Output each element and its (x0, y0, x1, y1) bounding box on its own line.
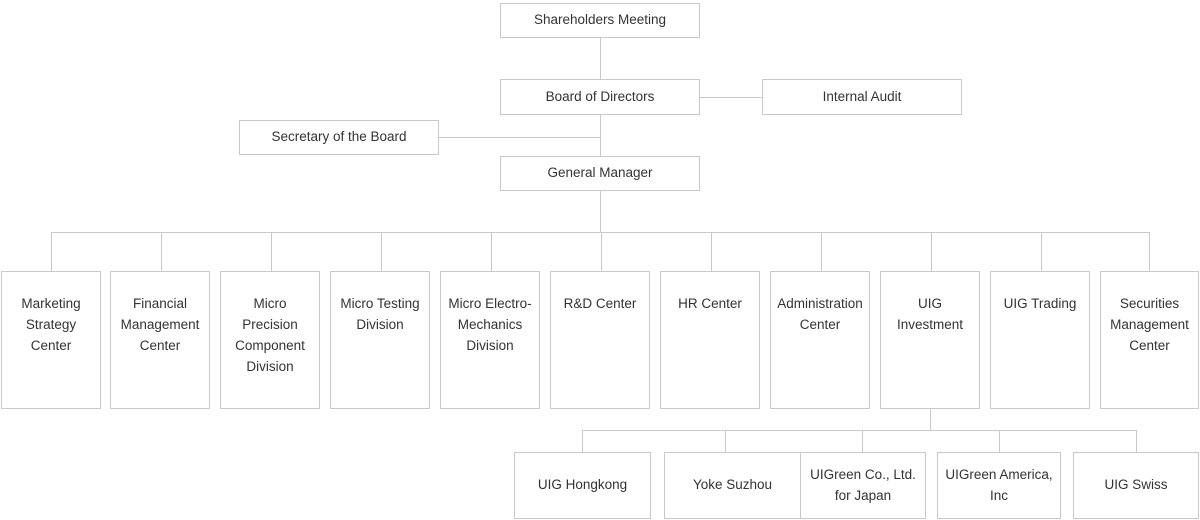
connector-drop-division-5 (491, 232, 492, 271)
node-subsidiary-uig-swiss[interactable]: UIG Swiss (1073, 452, 1199, 519)
connector-division-bus (51, 232, 1150, 233)
connector-subsidiary-bus (582, 430, 1137, 431)
connector-drop-division-4 (381, 232, 382, 271)
node-label: UIG Hongkong (537, 477, 628, 493)
node-division-rnd-center[interactable]: R&D Center (550, 271, 650, 409)
node-label: R&D Center (563, 296, 637, 311)
node-division-marketing-strategy-center[interactable]: Marketing Strategy Center (1, 271, 101, 409)
connector-drop-subsidiary-2 (725, 430, 726, 452)
node-internal-audit[interactable]: Internal Audit (762, 79, 962, 115)
node-division-micro-testing-division[interactable]: Micro Testing Division (330, 271, 430, 409)
node-label: UIG Swiss (1104, 477, 1168, 493)
connector-drop-subsidiary-5 (1136, 430, 1137, 452)
connector-drop-subsidiary-4 (999, 430, 1000, 452)
connector-uig-investment-to-subsidiary-bus (930, 409, 931, 431)
node-subsidiary-uigreen-japan[interactable]: UIGreen Co., Ltd. for Japan (800, 452, 926, 519)
node-label: Micro Precision Component Division (235, 296, 305, 374)
node-label: Securities Management Center (1110, 296, 1189, 353)
connector-drop-division-7 (711, 232, 712, 271)
connector-secretary-to-spine (438, 137, 600, 138)
node-secretary-of-the-board[interactable]: Secretary of the Board (239, 120, 439, 155)
connector-drop-division-11 (1149, 232, 1150, 271)
node-label: Marketing Strategy Center (21, 296, 81, 353)
node-label: UIGreen Co., Ltd. for Japan (810, 466, 916, 503)
node-division-securities-management-center[interactable]: Securities Management Center (1100, 271, 1199, 409)
node-label: Shareholders Meeting (533, 12, 667, 28)
connector-drop-subsidiary-1 (582, 430, 583, 452)
node-label: UIG Investment (896, 296, 964, 332)
connector-drop-division-3 (271, 232, 272, 271)
node-label: Micro Testing Division (340, 296, 420, 332)
connector-drop-division-2 (161, 232, 162, 271)
node-division-financial-management-center[interactable]: Financial Management Center (110, 271, 210, 409)
node-subsidiary-uigreen-america[interactable]: UIGreen America, Inc (937, 452, 1061, 519)
node-label: Yoke Suzhou (692, 477, 773, 493)
connector-board-to-general-manager (600, 115, 601, 156)
node-shareholders-meeting[interactable]: Shareholders Meeting (500, 3, 700, 38)
node-label: UIG Trading (1003, 296, 1077, 311)
node-division-uig-trading[interactable]: UIG Trading (990, 271, 1090, 409)
node-division-micro-precision-component-division[interactable]: Micro Precision Component Division (220, 271, 320, 409)
node-general-manager[interactable]: General Manager (500, 156, 700, 191)
connector-drop-subsidiary-3 (862, 430, 863, 452)
node-label: General Manager (547, 165, 653, 181)
connector-drop-division-6 (601, 232, 602, 271)
node-division-micro-electro-mechanics-division[interactable]: Micro Electro- Mechanics Division (440, 271, 540, 409)
connector-board-to-internal-audit (700, 97, 762, 98)
node-division-uig-investment[interactable]: UIG Investment (880, 271, 980, 409)
connector-drop-division-10 (1041, 232, 1042, 271)
connector-shareholders-to-board (600, 38, 601, 79)
node-label: Administration Center (777, 296, 863, 332)
node-board-of-directors[interactable]: Board of Directors (500, 79, 700, 115)
node-label: UIGreen America, Inc (945, 466, 1053, 503)
node-label: Financial Management Center (120, 296, 200, 353)
connector-drop-division-8 (821, 232, 822, 271)
connector-drop-division-1 (51, 232, 52, 271)
node-label: Secretary of the Board (271, 129, 407, 145)
node-division-hr-center[interactable]: HR Center (660, 271, 760, 409)
node-subsidiary-uig-hongkong[interactable]: UIG Hongkong (514, 452, 651, 519)
node-label: HR Center (678, 296, 742, 311)
node-subsidiary-yoke-suzhou[interactable]: Yoke Suzhou (664, 452, 801, 519)
node-division-administration-center[interactable]: Administration Center (770, 271, 870, 409)
connector-general-manager-to-bus (600, 191, 601, 232)
node-label: Internal Audit (822, 88, 902, 104)
connector-drop-division-9 (931, 232, 932, 271)
node-label: Micro Electro- Mechanics Division (448, 296, 532, 353)
node-label: Board of Directors (545, 88, 655, 104)
